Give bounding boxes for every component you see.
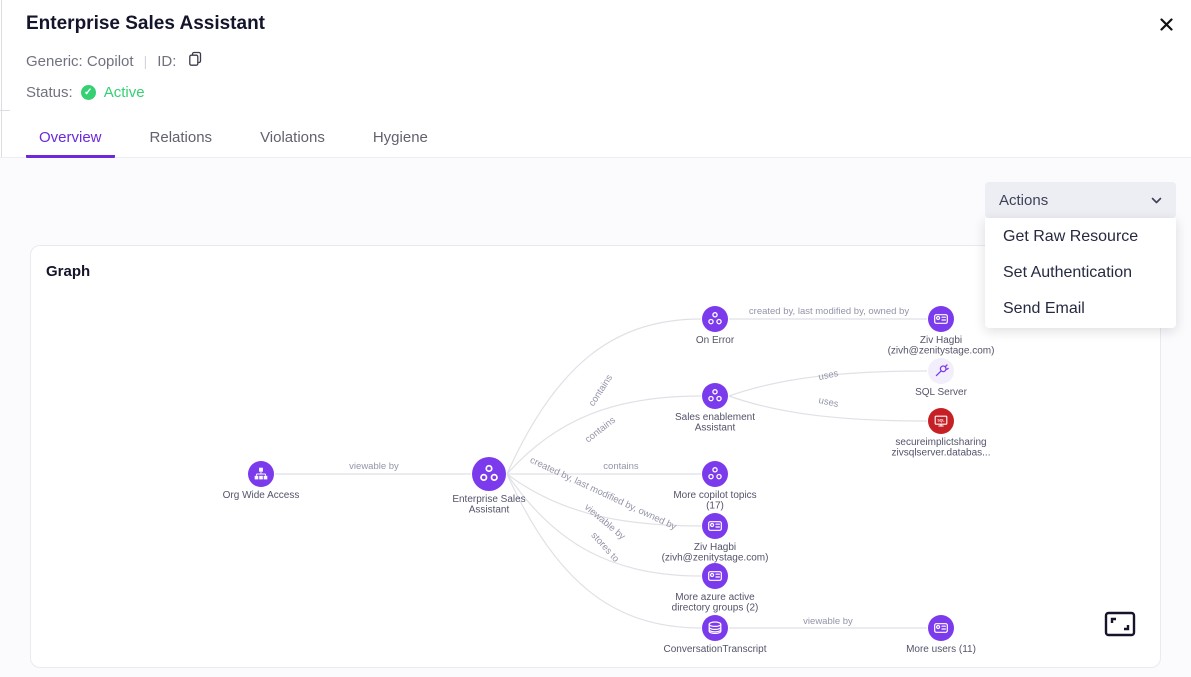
svg-text:created by, last modified by,: created by, last modified by, owned by <box>749 306 909 317</box>
graph-node-ziv2[interactable]: Ziv Hagbi(zivh@zenitystage.com) <box>662 513 769 564</box>
svg-text:More users (11): More users (11) <box>906 644 976 655</box>
svg-text:Sales enablement: Sales enablement <box>675 412 755 423</box>
svg-text:zivsqlserver.databas...: zivsqlserver.databas... <box>892 448 991 459</box>
graph-node-org[interactable]: Org Wide Access <box>223 461 300 501</box>
graph-edge-sales-securedb: uses <box>728 395 928 422</box>
fullscreen-icon <box>1104 611 1136 641</box>
svg-text:uses: uses <box>818 368 840 383</box>
svg-text:contains: contains <box>603 461 639 472</box>
menu-item-get-raw-resource[interactable]: Get Raw Resource <box>1003 228 1139 245</box>
svg-text:Assistant: Assistant <box>469 505 510 516</box>
tab-hygiene[interactable]: Hygiene <box>372 129 428 146</box>
status-check-icon: ✓ <box>80 85 96 100</box>
svg-text:Org Wide Access: Org Wide Access <box>223 490 300 501</box>
svg-text:(zivh@zenitystage.com): (zivh@zenitystage.com) <box>888 346 995 357</box>
svg-text:contains: contains <box>583 415 618 446</box>
close-button[interactable] <box>1155 16 1177 38</box>
tab-bar: Overview Relations Violations Hygiene <box>0 124 1191 158</box>
svg-text:SQL: SQL <box>938 418 945 422</box>
svg-text:More azure active: More azure active <box>675 592 755 603</box>
svg-text:More copilot topics: More copilot topics <box>673 490 756 501</box>
svg-text:viewable by: viewable by <box>349 461 399 472</box>
graph-edge-sales-sqlserver: uses <box>728 368 928 397</box>
svg-text:Ziv Hagbi: Ziv Hagbi <box>920 335 962 346</box>
resource-meta: Generic: Copilot | ID: <box>26 51 203 71</box>
svg-text:contains: contains <box>587 373 616 409</box>
svg-text:Assistant: Assistant <box>695 423 736 434</box>
resource-type: Generic: Copilot <box>26 52 134 70</box>
chevron-down-icon <box>1151 192 1162 209</box>
graph-node-securedb[interactable]: SQL secureimplictsharingzivsqlserver.data… <box>892 408 991 459</box>
svg-text:Ziv Hagbi: Ziv Hagbi <box>694 542 736 553</box>
svg-text:directory groups (2): directory groups (2) <box>672 603 759 614</box>
copy-id-button[interactable] <box>188 51 203 71</box>
meta-divider: | <box>143 53 148 69</box>
svg-text:(17): (17) <box>706 501 724 512</box>
graph-node-users[interactable]: More users (11) <box>906 615 976 655</box>
svg-text:ConversationTranscript: ConversationTranscript <box>663 644 766 655</box>
graph-node-onerror[interactable]: On Error <box>696 306 735 346</box>
svg-text:uses: uses <box>818 395 840 410</box>
graph-card: Graph viewable by contains contains contain… <box>30 245 1161 668</box>
copy-icon <box>188 51 203 71</box>
svg-text:(zivh@zenitystage.com): (zivh@zenitystage.com) <box>662 553 769 564</box>
graph-node-ziv1[interactable]: Ziv Hagbi(zivh@zenitystage.com) <box>888 306 995 357</box>
graph-node-transcript[interactable]: ConversationTranscript <box>663 615 767 655</box>
background-page-edge <box>0 110 10 111</box>
actions-dropdown-button[interactable]: Actions <box>985 182 1176 218</box>
relationship-graph[interactable]: viewable by contains contains contains creat… <box>31 246 1160 667</box>
svg-text:secureimplictsharing: secureimplictsharing <box>895 437 986 448</box>
tab-violations[interactable]: Violations <box>260 129 325 146</box>
svg-text:viewable by: viewable by <box>803 616 853 627</box>
svg-text:Enterprise Sales: Enterprise Sales <box>452 494 525 505</box>
status-badge: Active <box>103 84 145 101</box>
svg-text:On Error: On Error <box>696 335 735 346</box>
graph-node-sqlserver[interactable]: SQL Server <box>915 358 968 398</box>
tab-overview[interactable]: Overview <box>26 129 115 158</box>
menu-item-send-email[interactable]: Send Email <box>1003 300 1085 317</box>
tab-bar-divider <box>0 157 1191 158</box>
status-label: Status: <box>26 84 73 101</box>
status-row: Status: ✓ Active <box>26 84 145 101</box>
menu-item-set-authentication[interactable]: Set Authentication <box>1003 264 1132 281</box>
svg-text:SQL Server: SQL Server <box>915 387 968 398</box>
overview-tab-content: Actions Get Raw Resource Set Authenticat… <box>0 158 1191 677</box>
graph-edge-transcript-users: viewable by <box>729 616 927 629</box>
page-title: Enterprise Sales Assistant <box>26 13 266 34</box>
graph-edge-esa-topics: contains <box>507 461 701 475</box>
graph-fullscreen-button[interactable] <box>1104 611 1136 637</box>
tab-relations[interactable]: Relations <box>149 129 213 146</box>
graph-card-title: Graph <box>46 263 91 280</box>
actions-button-label: Actions <box>999 191 1049 209</box>
actions-dropdown-menu: Get Raw Resource Set Authentication Send… <box>985 218 1176 328</box>
graph-node-topics[interactable]: More copilot topics(17) <box>673 461 757 512</box>
graph-edge-onerror-ziv1: created by, last modified by, owned by <box>729 306 927 320</box>
close-icon <box>1159 18 1173 36</box>
graph-edge-org-esa: viewable by <box>275 461 471 475</box>
resource-id-label: ID: <box>157 52 177 70</box>
